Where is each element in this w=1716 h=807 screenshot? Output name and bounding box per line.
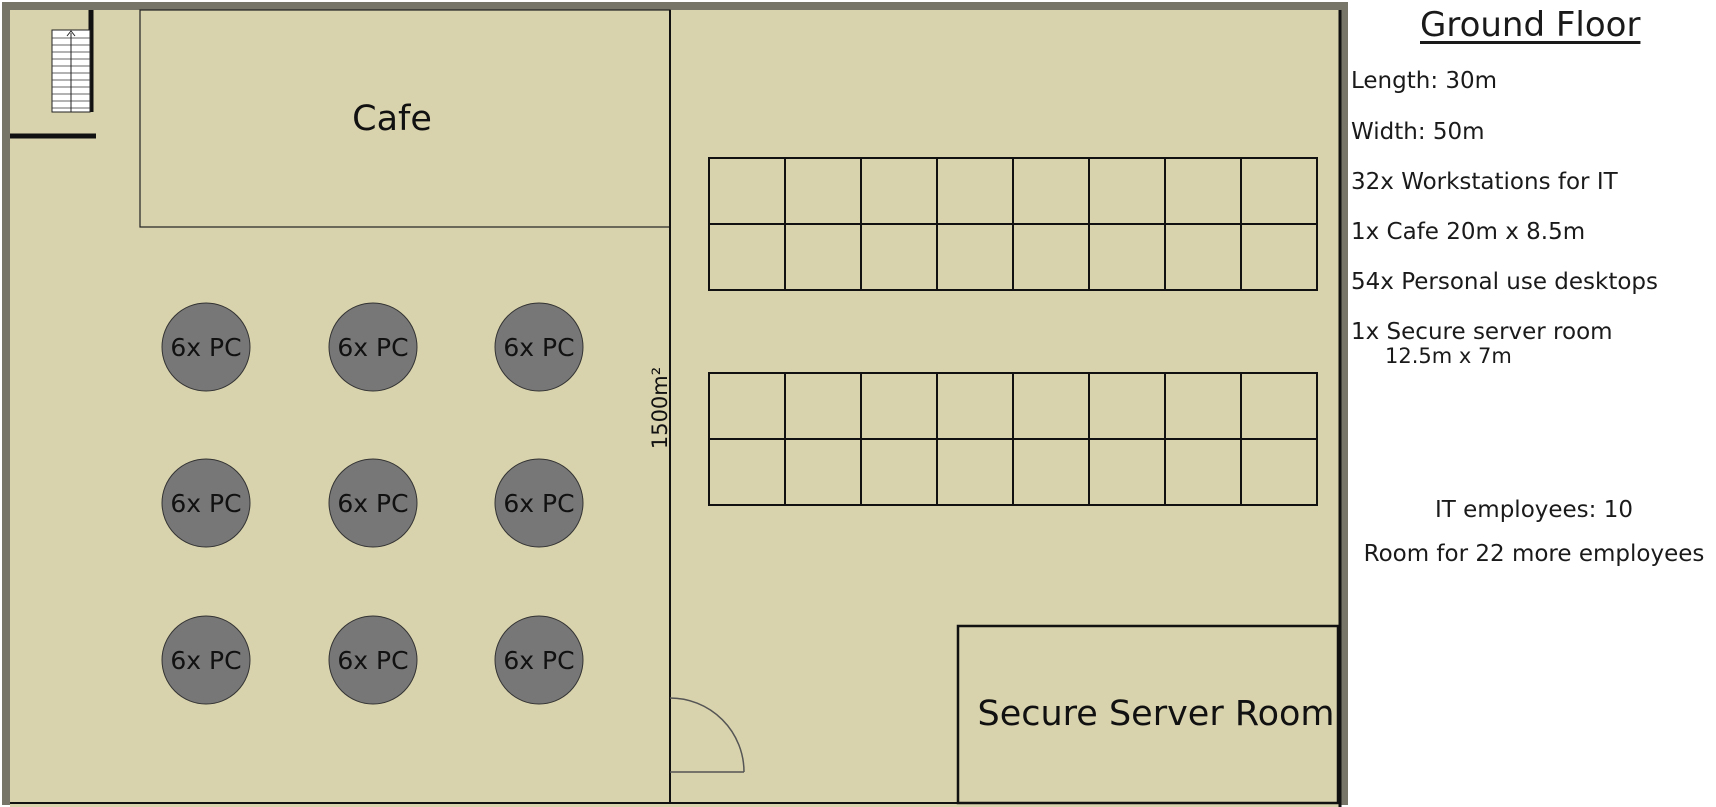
pc-table-circle — [494, 615, 584, 705]
pc-table: 6x PC — [328, 615, 418, 705]
pc-table-label: 6x PC — [503, 489, 574, 518]
pc-table: 6x PC — [494, 302, 584, 392]
pc-table-circle — [328, 615, 418, 705]
pc-table-label: 6x PC — [337, 646, 408, 675]
legend-cafe: 1x Cafe 20m x 8.5m — [1351, 219, 1586, 245]
pc-table-label: 6x PC — [503, 646, 574, 675]
legend-width: Width: 50m — [1351, 119, 1485, 145]
pc-table-circle — [161, 458, 251, 548]
pc-table: 6x PC — [161, 458, 251, 548]
workstation-desk — [1240, 223, 1318, 291]
pc-table: 6x PC — [328, 458, 418, 548]
pc-table-label: 6x PC — [503, 333, 574, 362]
stairwell — [10, 10, 96, 139]
pc-table-circle — [328, 302, 418, 392]
pc-table-label: 6x PC — [170, 333, 241, 362]
pc-table: 6x PC — [161, 615, 251, 705]
pc-table-label: 6x PC — [170, 646, 241, 675]
pc-table-label: 6x PC — [337, 489, 408, 518]
legend-desktops: 54x Personal use desktops — [1351, 269, 1659, 295]
server-room — [956, 624, 1340, 805]
pc-table-circle — [494, 302, 584, 392]
pc-table: 6x PC — [494, 615, 584, 705]
workstation-desk — [1240, 438, 1318, 506]
pc-table-circle — [161, 615, 251, 705]
pc-table: 6x PC — [328, 302, 418, 392]
door — [669, 697, 745, 773]
pc-table-circle — [161, 302, 251, 392]
legend-server-room: 1x Secure server room — [1351, 319, 1613, 345]
pc-table-circle — [328, 458, 418, 548]
server-room-label: Secure Server Room — [977, 694, 1334, 734]
legend-workstations: 32x Workstations for IT — [1351, 169, 1618, 195]
pc-table: 6x PC — [161, 302, 251, 392]
pc-table: 6x PC — [494, 458, 584, 548]
cafe-label: Cafe — [352, 99, 432, 139]
legend-title: Ground Floor — [1420, 5, 1641, 45]
legend-it-employees: IT employees: 10 — [1435, 497, 1633, 523]
legend-server-room-size: 12.5m x 7m — [1385, 344, 1512, 368]
legend-length: Length: 30m — [1351, 68, 1498, 94]
workstations — [708, 157, 1318, 506]
pc-table-label: 6x PC — [170, 489, 241, 518]
legend-room-more: Room for 22 more employees — [1363, 541, 1705, 567]
area-label: 1500m² — [648, 367, 672, 449]
pc-tables: 6x PC 6x PC 6x PC 6x PC 6x PC 6x PC 6x PC 6x PC… — [161, 302, 584, 705]
pc-table-label: 6x PC — [337, 333, 408, 362]
pc-table-circle — [494, 458, 584, 548]
